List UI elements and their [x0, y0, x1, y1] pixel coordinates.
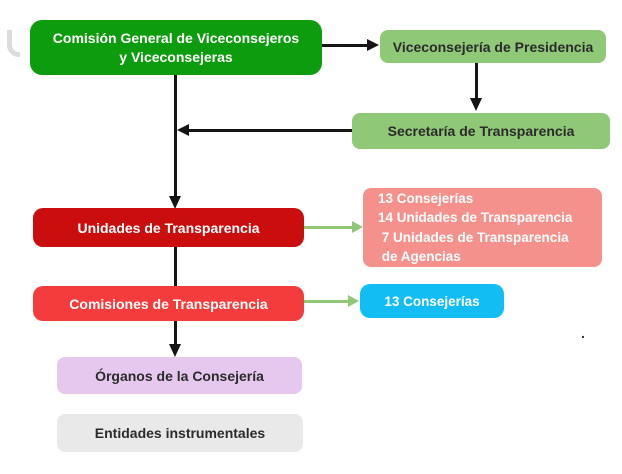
arrow-comisiones-to-consejerias-head-icon [348, 295, 359, 307]
arrow-viceconsejeria-to-secretaria-line [475, 63, 478, 99]
arrow-comision-to-viceconsejeria-line [322, 44, 369, 47]
node-viceconsejeria-presidencia: Viceconsejería de Presidencia [380, 30, 606, 63]
node-comision-general: Comisión General de Viceconsejeros y Vic… [30, 20, 322, 75]
unidades-transparencia-label: Unidades de Transparencia [77, 219, 260, 236]
arrow-viceconsejeria-to-secretaria-head-icon [470, 98, 482, 111]
node-comisiones-transparencia: Comisiones de Transparencia [33, 286, 304, 321]
node-secretaria-transparencia: Secretaría de Transparencia [352, 113, 610, 149]
arrow-unidades-to-organos-head-icon [169, 344, 181, 357]
comision-general-label-line2: y Viceconsejeras [119, 48, 233, 65]
stray-dot: . [581, 325, 585, 341]
detalle-unidades-line2: 14 Unidades de Transparencia [378, 210, 573, 225]
viceconsejeria-presidencia-label: Viceconsejería de Presidencia [392, 38, 594, 55]
node-consejerias-13: 13 Consejerías [360, 284, 504, 318]
arrow-unidades-to-detalle-head-icon [352, 221, 363, 233]
left-edge-artifact [7, 30, 20, 57]
arrow-secretaria-to-trunk-line [189, 129, 352, 132]
detalle-unidades-line3: 7 Unidades de Transparencia [378, 229, 569, 245]
node-unidades-transparencia: Unidades de Transparencia [33, 208, 304, 247]
arrow-unidades-to-detalle-line [304, 226, 354, 229]
arrow-comision-to-unidades-line [174, 75, 177, 197]
node-organos-consejeria: Órganos de la Consejería [57, 357, 302, 394]
arrow-comision-to-unidades-head-icon [169, 196, 181, 209]
detalle-unidades-line4: de Agencias [378, 249, 461, 264]
arrow-secretaria-to-trunk-head-icon [177, 124, 189, 136]
entidades-instrumentales-label: Entidades instrumentales [94, 425, 266, 441]
organos-consejeria-label: Órganos de la Consejería [95, 367, 264, 384]
comisiones-transparencia-label: Comisiones de Transparencia [69, 295, 268, 312]
arrow-comisiones-to-consejerias-line [304, 300, 350, 303]
node-entidades-instrumentales: Entidades instrumentales [57, 414, 303, 452]
node-detalle-unidades: 13 Consejerías 14 Unidades de Transparen… [363, 188, 602, 267]
consejerias-13-label: 13 Consejerías [384, 293, 480, 309]
comision-general-label-line1: Comisión General de Viceconsejeros [52, 29, 300, 46]
arrow-comision-to-viceconsejeria-head-icon [367, 39, 379, 51]
detalle-unidades-line1: 13 Consejerías [378, 190, 474, 206]
secretaria-transparencia-label: Secretaría de Transparencia [387, 123, 575, 139]
